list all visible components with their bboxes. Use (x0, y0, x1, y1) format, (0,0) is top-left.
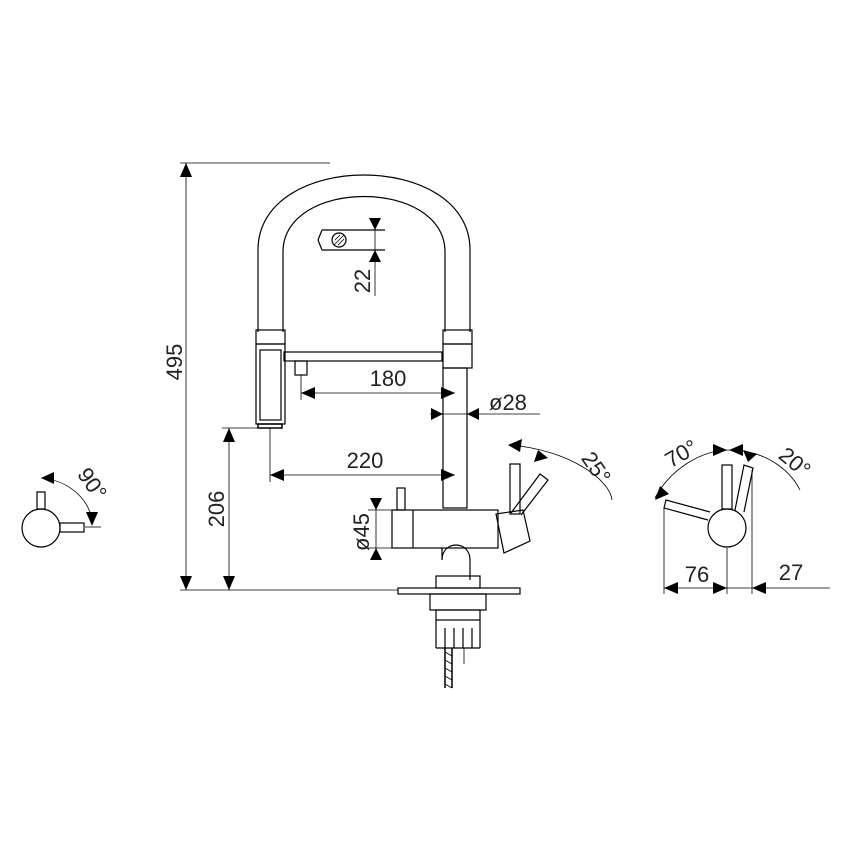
column (442, 367, 468, 509)
arrow-28-right (467, 408, 479, 420)
handle-side-stem-up (36, 491, 46, 510)
arrow-27 (752, 582, 766, 594)
arrow-45-bottom (370, 548, 382, 560)
arrow-90-right (86, 512, 98, 526)
arrow-70-left (655, 486, 669, 500)
arrow-76-left (664, 582, 678, 594)
dim-handle-side: 90° (72, 463, 112, 505)
arrow-70-right (713, 444, 727, 456)
arrow-206-top (223, 428, 235, 442)
mounting-thread (435, 609, 481, 621)
body (391, 509, 499, 549)
hose-braid (444, 651, 453, 689)
column-sleeve (442, 343, 473, 369)
aerator-bracket (317, 229, 385, 251)
faucet-side-view (255, 174, 549, 689)
arrow-220-left (270, 469, 284, 481)
arrow-28-left (431, 408, 443, 420)
base-neck (441, 544, 471, 580)
mounting-shank (435, 620, 481, 649)
handle-side-view: 90° (21, 463, 112, 548)
arrow-90-top (41, 472, 54, 484)
handle-side-circle (21, 508, 61, 548)
dim-spray-height: 206 (204, 491, 229, 528)
base-ring (435, 575, 481, 589)
dim-overall-height: 495 (162, 344, 187, 381)
handle-top-upright (721, 464, 733, 510)
sprayer-collar (255, 329, 286, 345)
handle-top-circle (707, 508, 747, 548)
body-pin (396, 487, 406, 511)
arrow-22-top (369, 218, 381, 230)
arrow-206-bottom (223, 576, 235, 590)
aerator-hatch (333, 234, 345, 246)
arrow-25-mid (534, 450, 548, 462)
dim-top-right-offset: 27 (779, 560, 803, 585)
column-collar (442, 329, 473, 345)
main-dimensions: 495 206 180 220 ø28 22 ø4 (162, 162, 616, 591)
handle-side-stem-right (59, 522, 85, 533)
arrow-495-top (180, 163, 192, 177)
dim-column-diameter: ø28 (489, 390, 527, 415)
base-plate (397, 587, 521, 595)
spray-outlet (294, 360, 308, 376)
arrow-180-right (441, 387, 455, 399)
handle-lever (510, 473, 549, 516)
arrow-220-right (441, 469, 455, 481)
dim-top-left-offset: 76 (685, 562, 709, 587)
dim-top-left-angle: 70° (661, 434, 702, 472)
arrow-20-left (729, 444, 743, 456)
aerator-circle (331, 232, 347, 248)
arrow-22-bottom (369, 250, 381, 262)
arrow-76-right (713, 582, 727, 594)
mounting-nut (429, 593, 487, 611)
dim-body-diameter: ø45 (349, 513, 374, 551)
arrow-45-top (370, 498, 382, 510)
arc-25 (509, 444, 613, 501)
sprayer-grip (259, 349, 282, 421)
handle-upright (509, 463, 521, 515)
handle-top-right-lever (734, 464, 754, 513)
dim-clearance: 22 (350, 269, 375, 293)
arrow-495-bottom (180, 576, 192, 590)
handle-top-view: 70° 20° 76 27 (654, 434, 830, 594)
spout-outer (257, 174, 471, 332)
arrow-25-top (508, 439, 522, 452)
handle-top-left-lever (663, 499, 711, 521)
dim-handle-tilt: 25° (576, 447, 616, 489)
arrow-180-left (301, 387, 315, 399)
arrow-20-right (743, 450, 757, 462)
dim-top-right-angle: 20° (774, 442, 816, 483)
spout-inner (282, 195, 446, 332)
spray-bar (283, 351, 443, 362)
dim-spray-reach: 220 (347, 448, 384, 473)
handle-cap (495, 509, 531, 554)
sprayer-tip (257, 423, 283, 429)
dim-spout-reach: 180 (370, 366, 407, 391)
